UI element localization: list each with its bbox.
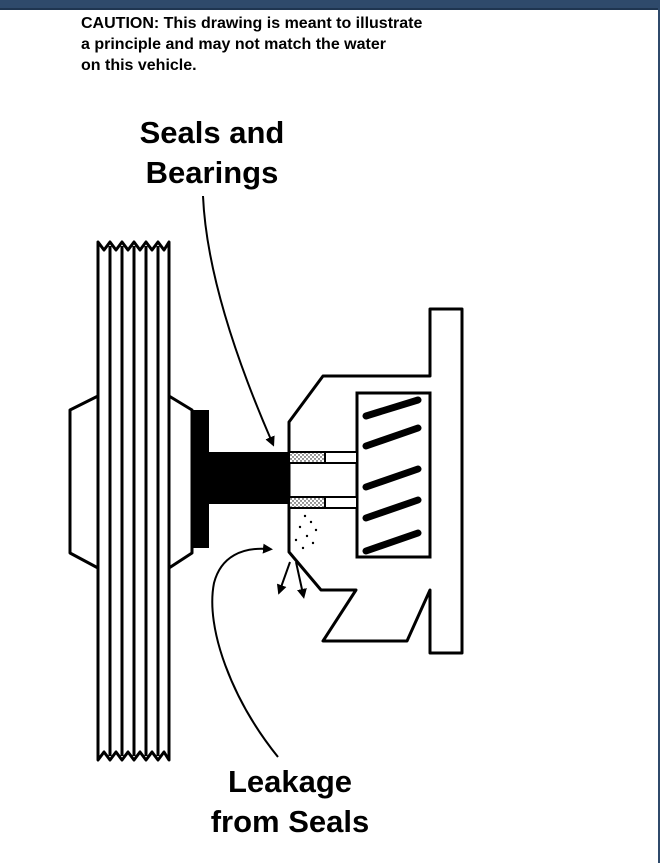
seal-bearing-assembly (288, 451, 358, 509)
seals-and-bearings-label: Seals and Bearings (112, 113, 312, 193)
leakage-line-2: from Seals (210, 804, 370, 839)
leak-droplets (294, 514, 318, 550)
caution-line-2: a principle and may not match the water (81, 36, 386, 53)
impeller (355, 391, 432, 559)
pulley (96, 240, 171, 762)
drip-arrow-left (276, 561, 291, 595)
seals-and-bearings-line-2: Bearings (145, 155, 279, 190)
drip-arrow-right (295, 561, 307, 599)
caution-note: CAUTION: This drawing is meant to illust… (81, 13, 601, 76)
leakage-pointer-arrow (211, 543, 279, 758)
caution-line-1: CAUTION: This drawing is meant to illust… (81, 15, 423, 32)
hub-and-shaft (191, 410, 289, 548)
caution-line-3: on this vehicle. (81, 57, 197, 74)
window-right-border (658, 8, 660, 863)
leakage-from-seals-label: Leakage from Seals (185, 762, 395, 842)
seals-pointer-arrow (202, 195, 275, 447)
window-top-bar (0, 0, 660, 10)
leakage-line-1: Leakage (227, 764, 353, 799)
seals-and-bearings-line-1: Seals and (139, 115, 285, 150)
